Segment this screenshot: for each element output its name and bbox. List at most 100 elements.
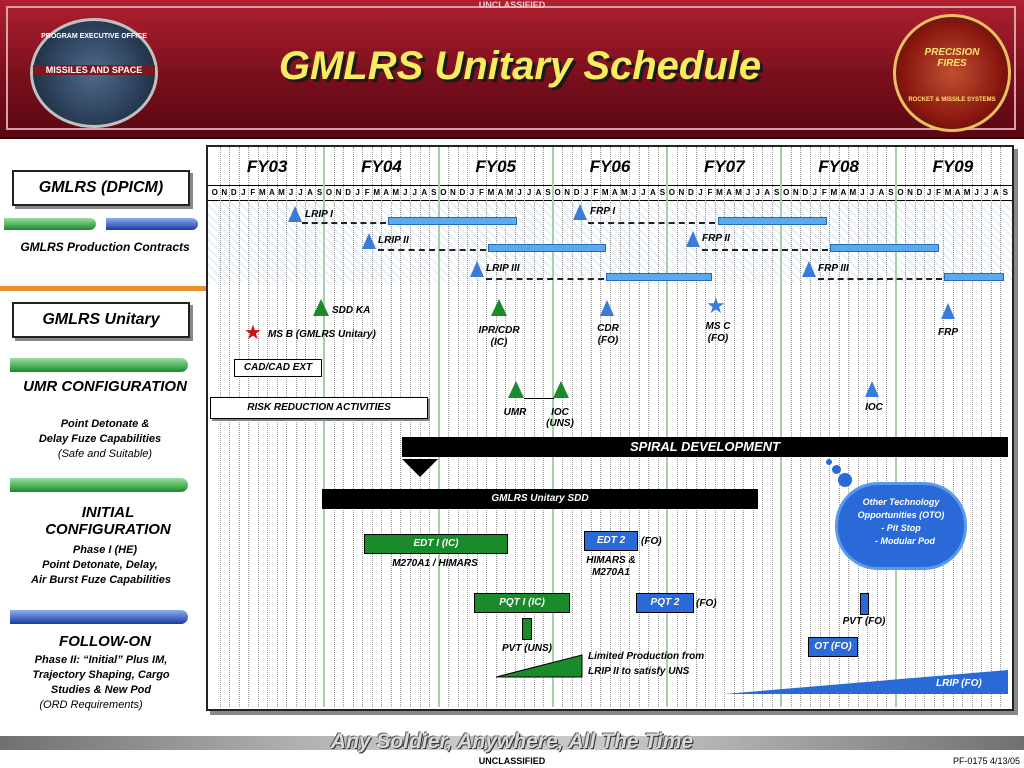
month-gridline [1000,147,1002,707]
peo-missiles-space-logo: PROGRAM EXECUTIVE OFFICE MISSILES AND SP… [30,18,158,128]
ipr-cdr-milestone-icon [491,299,507,316]
month-label: M [963,188,971,197]
month-gridline [590,147,592,707]
month-label: F [593,188,599,197]
month-gridline [962,147,964,707]
month-gridline [505,147,507,707]
followon-desc-2: Trajectory Shaping, Cargo [32,669,170,681]
month-label: O [554,188,561,197]
month-gridline [571,147,573,707]
month-gridline [286,147,288,707]
month-label: J [469,188,475,197]
month-label: O [325,188,333,197]
ms-c-star-icon: ★ [706,293,726,318]
month-label: J [403,188,408,197]
month-label: J [641,188,646,197]
month-label: J [745,188,751,197]
month-gridline [352,147,354,707]
month-gridline [295,147,297,707]
month-label: A [726,188,732,197]
month-gridline [952,147,954,707]
lrip3-bar [606,273,712,281]
month-gridline [876,147,878,707]
month-label: F [936,188,941,197]
ipr-cdr-label: IPR/CDR [478,325,520,336]
month-gridline [790,147,792,707]
month-label: A [840,188,847,197]
followon-missile-icon [10,610,188,624]
month-gridline [733,147,735,707]
month-gridline [648,147,650,707]
fy-divider [780,147,783,707]
month-label: F [364,188,370,197]
month-label: O [668,188,675,197]
classification-top: UNCLASSIFIED [478,0,546,10]
month-label: J [355,188,360,197]
umr-title: UMR CONFIGURATION [23,378,187,395]
month-gridline [314,147,316,707]
sdd-ka-milestone-icon [313,299,329,316]
month-label: M [601,188,609,197]
lrip1-milestone-icon [288,206,302,222]
lrip1-bar [388,217,517,225]
month-gridline [486,147,488,707]
oto-line-3: - Pit Stop [881,523,921,533]
edt2-bar: EDT 2 [584,531,638,551]
month-label: A [954,188,961,197]
unitary-sdd-bar: GMLRS Unitary SDD [322,489,758,509]
month-label: A [611,188,618,197]
month-label: A [535,188,542,197]
month-label: A [764,188,771,197]
month-label: S [316,188,323,197]
lrip2-bar [488,244,606,252]
month-gridline [400,147,402,707]
month-label: M [944,188,952,197]
month-gridline [581,147,583,707]
month-label: N [221,188,228,197]
logo-left-text: MISSILES AND SPACE [33,65,155,75]
month-label: M [392,188,400,197]
month-gridline [448,147,450,707]
lrip3-milestone-icon [470,261,484,277]
frp1-bar [718,217,827,225]
month-label: M [278,188,285,197]
month-label: J [869,188,875,197]
precision-fires-logo: PRECISION FIRES ROCKET & MISSILE SYSTEMS [893,14,1011,132]
month-gridline [457,147,459,707]
month-gridline [390,147,392,707]
fy-label-fy03: FY03 [246,157,288,176]
month-gridline [524,147,526,707]
frp3-bar [944,273,1004,281]
month-label: M [506,188,514,197]
umr-ioc-link [524,398,554,399]
limited-production-2: LRIP II to satisfy UNS [588,666,690,677]
month-gridline [924,147,926,707]
edt1-sub: M270A1 / HIMARS [392,558,478,569]
month-gridline [752,147,754,707]
sdd-ka-label: SDD KA [332,305,371,316]
initial-desc-2: Point Detonate, Delay, [42,559,158,571]
month-gridline [238,147,240,707]
month-label: F [707,188,713,197]
month-gridline [257,147,259,707]
month-gridline [514,147,516,707]
lrip1-dash [302,222,386,224]
risk-reduction-box: RISK REDUCTION ACTIVITIES [210,397,428,419]
month-gridline [800,147,802,707]
month-label: A [992,188,999,197]
month-label: A [421,188,428,197]
initial-missile-icon [10,478,188,492]
frp-milestone-label: FRP [938,327,958,338]
ot-fo-bar: OT (FO) [808,637,858,657]
month-label: F [478,188,484,197]
month-label: N [335,188,342,197]
cad-box: CAD/CAD EXT [234,359,322,377]
month-label: J [412,188,417,197]
month-gridline [610,147,611,707]
month-label: N [449,188,456,197]
month-label: N [564,188,571,197]
footer-motto: Any Soldier, Anywhere, All The Time [330,730,694,753]
month-label: J [517,188,522,197]
pvt-uns-bar [522,618,532,640]
